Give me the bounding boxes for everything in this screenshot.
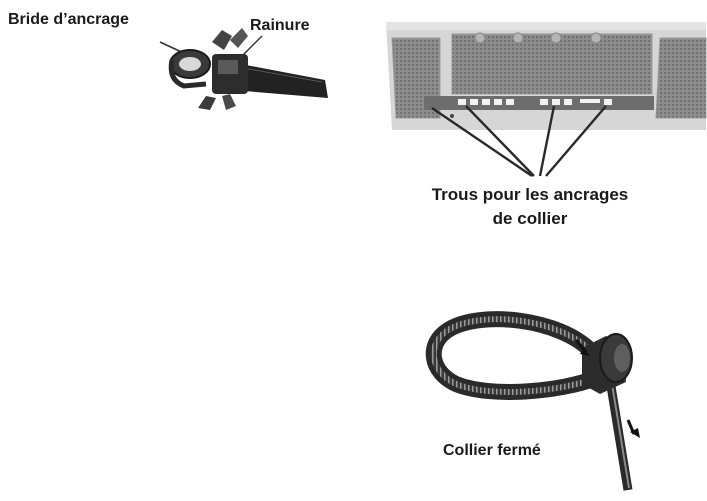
anchor-holes-caption: Trous pour les ancrages de collier <box>380 183 680 231</box>
panel-illustration <box>386 22 707 177</box>
anchor-flange-label: Bride d’ancrage <box>8 11 129 28</box>
closed-tie-illustration <box>425 311 640 491</box>
anchor-clip-illustration <box>159 28 328 110</box>
anchor-holes-caption-line1: Trous pour les ancrages <box>431 185 629 204</box>
anchor-holes-caption-line2: de collier <box>492 209 568 228</box>
closed-tie-label: Collier fermé <box>443 442 541 459</box>
groove-label: Rainure <box>250 17 310 34</box>
pointer-lines <box>431 105 607 177</box>
anchor-holes <box>458 99 612 105</box>
